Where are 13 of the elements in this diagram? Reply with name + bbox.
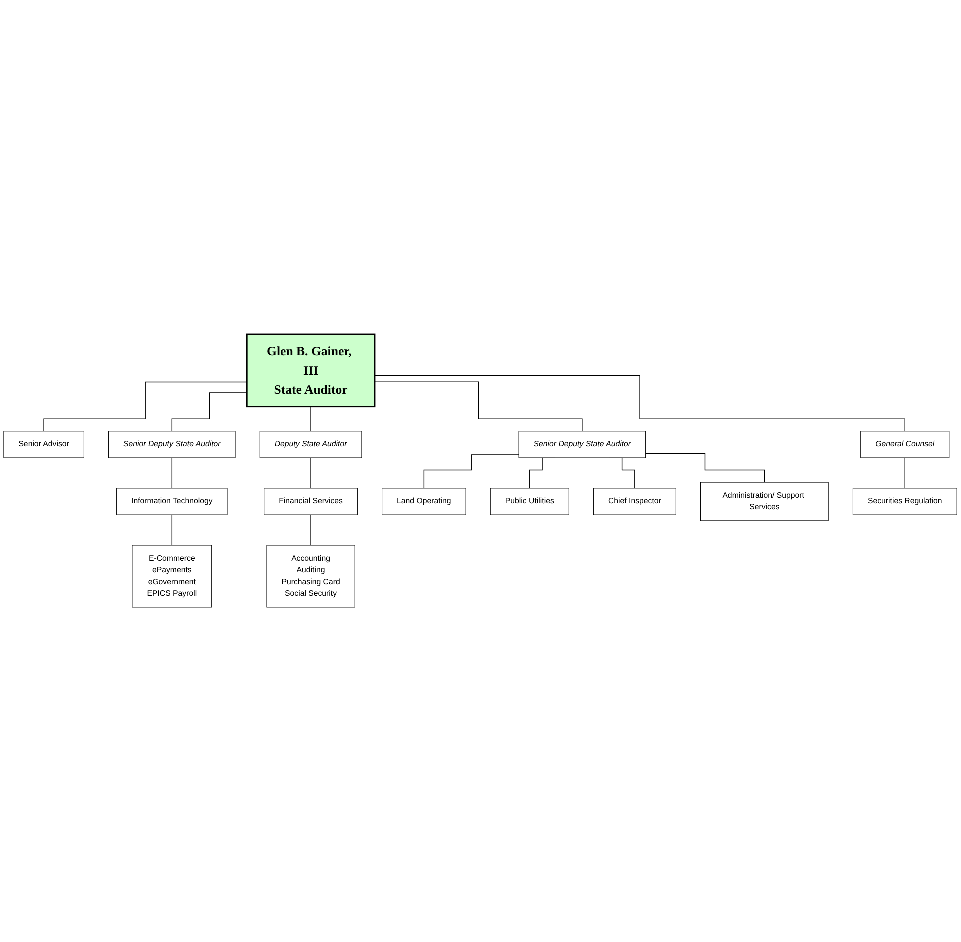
connector — [172, 514, 173, 546]
connector — [904, 458, 906, 489]
connector — [424, 454, 520, 489]
node-box: Glen B. Gainer, III State Auditor — [246, 334, 376, 408]
connector — [645, 453, 766, 483]
connector — [172, 458, 173, 489]
connector — [44, 382, 248, 432]
connector — [310, 458, 312, 489]
connector — [172, 392, 248, 432]
connector — [310, 406, 312, 432]
connector — [374, 376, 906, 432]
connector — [374, 382, 583, 432]
connector — [310, 514, 312, 546]
